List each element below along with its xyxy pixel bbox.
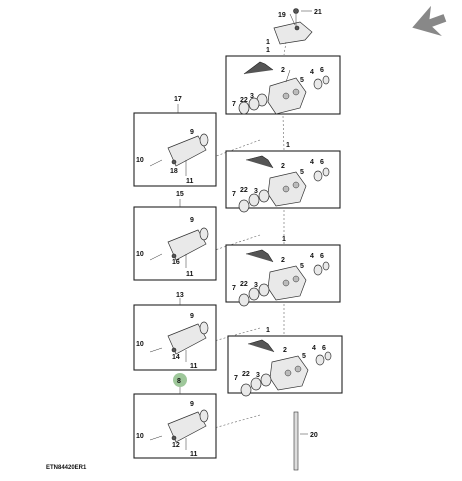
callout-p2-1: 1 — [286, 142, 290, 149]
callout-p1-22: 22 — [240, 97, 248, 104]
cover-assembly-8 — [133, 387, 217, 459]
callout-c1-10: 10 — [136, 157, 144, 164]
callout-p2-4: 4 — [310, 159, 314, 166]
callout-p1-1: 1 — [266, 47, 270, 54]
callout-c2-11: 11 — [186, 271, 194, 278]
callout-c1-18: 18 — [170, 168, 178, 175]
callout-15: 15 — [176, 191, 184, 198]
callout-c3-10: 10 — [136, 341, 144, 348]
callout-c2-9: 9 — [190, 217, 194, 224]
callout-p3-22: 22 — [240, 281, 248, 288]
callout-p4-1: 1 — [266, 327, 270, 334]
callout-p2-5: 5 — [300, 169, 304, 176]
callout-17: 17 — [174, 96, 182, 103]
callout-c3-9: 9 — [190, 313, 194, 320]
callout-p4-2: 2 — [283, 347, 287, 354]
callout-p4-4: 4 — [312, 345, 316, 352]
callout-p3-4: 4 — [310, 253, 314, 260]
callout-p1-6: 6 — [320, 67, 324, 74]
valve-assembly-1 — [225, 55, 341, 115]
callout-p3-7: 7 — [232, 285, 236, 292]
callout-c3-11: 11 — [190, 363, 198, 370]
callout-p3-1: 1 — [282, 236, 286, 243]
callout-c3-14: 14 — [172, 354, 180, 361]
cover-assembly-13 — [133, 298, 217, 371]
callout-p3-5: 5 — [300, 263, 304, 270]
callout-13: 13 — [176, 292, 184, 299]
callout-c1-11: 11 — [186, 178, 194, 185]
callout-p3-3: 3 — [254, 282, 258, 289]
callout-p3-6: 6 — [320, 253, 324, 260]
callout-p4-6: 6 — [322, 345, 326, 352]
highlight-callout-8-marker — [173, 373, 187, 387]
callout-p4-7: 7 — [234, 375, 238, 382]
callout-8: 8 — [177, 378, 181, 385]
callout-p1-3: 3 — [250, 93, 254, 100]
cover-assembly-15 — [133, 199, 217, 281]
callout-p3-2: 2 — [281, 257, 285, 264]
callout-p1-2: 2 — [281, 67, 285, 74]
callout-c4-12: 12 — [172, 442, 180, 449]
direction-arrow-icon — [412, 5, 447, 36]
callout-19: 19 — [278, 12, 286, 19]
callout-p4-22: 22 — [242, 371, 250, 378]
callout-p1-7: 7 — [232, 101, 236, 108]
callout-20: 20 — [310, 432, 318, 439]
callout-p2-6: 6 — [320, 159, 324, 166]
tie-rod — [293, 411, 308, 471]
valve-assembly-3 — [225, 244, 341, 307]
callout-c2-16: 16 — [172, 259, 180, 266]
mounting-bracket — [273, 8, 313, 45]
valve-assembly-2 — [225, 150, 341, 213]
valve-assembly-4 — [227, 335, 343, 397]
callout-c4-9: 9 — [190, 401, 194, 408]
callout-p2-22: 22 — [240, 187, 248, 194]
callout-top-1: 1 — [266, 39, 270, 46]
callout-c1-9: 9 — [190, 129, 194, 136]
callout-p1-5: 5 — [300, 77, 304, 84]
callout-c2-10: 10 — [136, 251, 144, 258]
callout-p2-7: 7 — [232, 191, 236, 198]
callout-p1-4: 4 — [310, 69, 314, 76]
callout-c4-11: 11 — [190, 451, 198, 458]
figure-code: ETN84420ER1 — [46, 465, 87, 471]
callout-p4-3: 3 — [256, 372, 260, 379]
callout-c4-10: 10 — [136, 433, 144, 440]
callout-21: 21 — [314, 9, 322, 16]
callout-p2-2: 2 — [281, 163, 285, 170]
callout-p2-3: 3 — [254, 188, 258, 195]
callout-p4-5: 5 — [302, 353, 306, 360]
cover-assembly-17 — [133, 104, 217, 187]
